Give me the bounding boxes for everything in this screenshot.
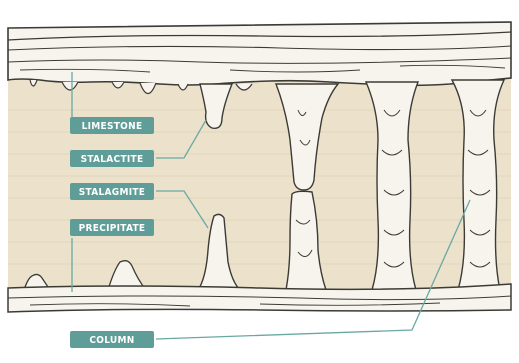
- cave-floor: [8, 284, 511, 312]
- sediment-layer: [8, 52, 511, 292]
- label-column: COLUMN: [70, 331, 154, 348]
- label-stalagmite-text: STALAGMITE: [79, 187, 145, 198]
- label-precipitate: PRECIPITATE: [70, 219, 154, 236]
- label-stalagmite: STALAGMITE: [70, 183, 154, 200]
- label-precipitate-text: PRECIPITATE: [79, 223, 146, 234]
- label-limestone-text: LIMESTONE: [82, 121, 143, 132]
- label-stalactite-text: STALACTITE: [81, 154, 144, 165]
- limestone-ceiling: [8, 22, 511, 85]
- label-limestone: LIMESTONE: [70, 117, 154, 134]
- label-column-text: COLUMN: [89, 335, 134, 346]
- label-stalactite: STALACTITE: [70, 150, 154, 167]
